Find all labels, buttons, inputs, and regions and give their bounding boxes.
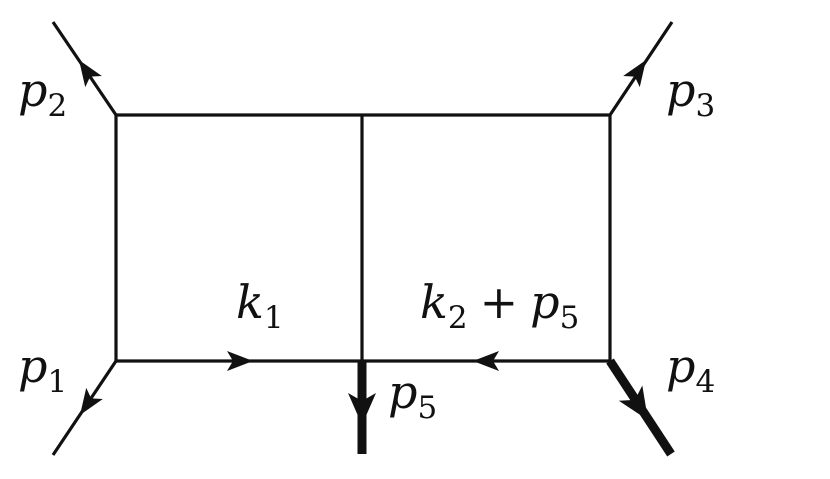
arrow-p5 bbox=[348, 393, 376, 425]
label-p5: p5 bbox=[388, 365, 437, 426]
arrow-p2 bbox=[79, 60, 102, 88]
label-p3: p3 bbox=[666, 63, 715, 124]
label-p2: p2 bbox=[18, 63, 67, 124]
arrow-k1 bbox=[227, 351, 253, 371]
arrow-p1 bbox=[80, 387, 103, 415]
label-p4: p4 bbox=[666, 339, 715, 400]
label-k1: k1 bbox=[236, 275, 284, 336]
arrows bbox=[79, 60, 648, 425]
arrow-p3 bbox=[623, 60, 646, 88]
arrow-p4 bbox=[618, 385, 648, 420]
label-k2-plus-p5: k2+p5 bbox=[420, 275, 579, 336]
label-p1: p1 bbox=[18, 339, 67, 400]
arrow-k2p5 bbox=[473, 351, 499, 371]
